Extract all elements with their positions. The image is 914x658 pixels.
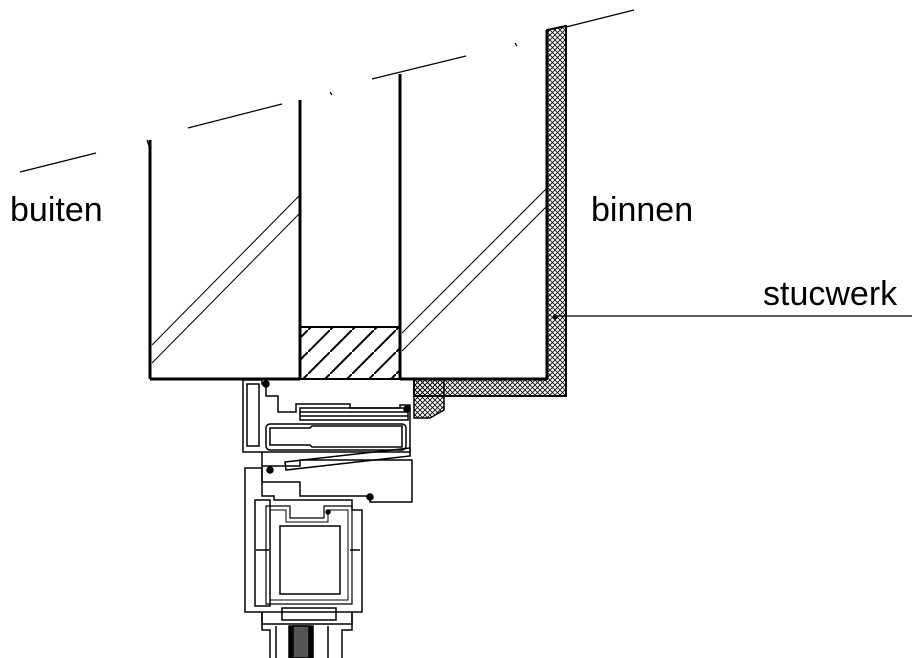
glass-pane-inner	[400, 30, 549, 381]
glass-pane-outer	[148, 100, 302, 381]
window-frame-profile	[242, 379, 413, 658]
label-binnen: binnen	[591, 191, 693, 229]
label-buiten: buiten	[10, 191, 103, 229]
plaster-layer	[413, 24, 567, 419]
break-lines	[19, 9, 635, 173]
spacer-block	[299, 326, 401, 380]
label-stucwerk: stucwerk	[763, 275, 898, 313]
